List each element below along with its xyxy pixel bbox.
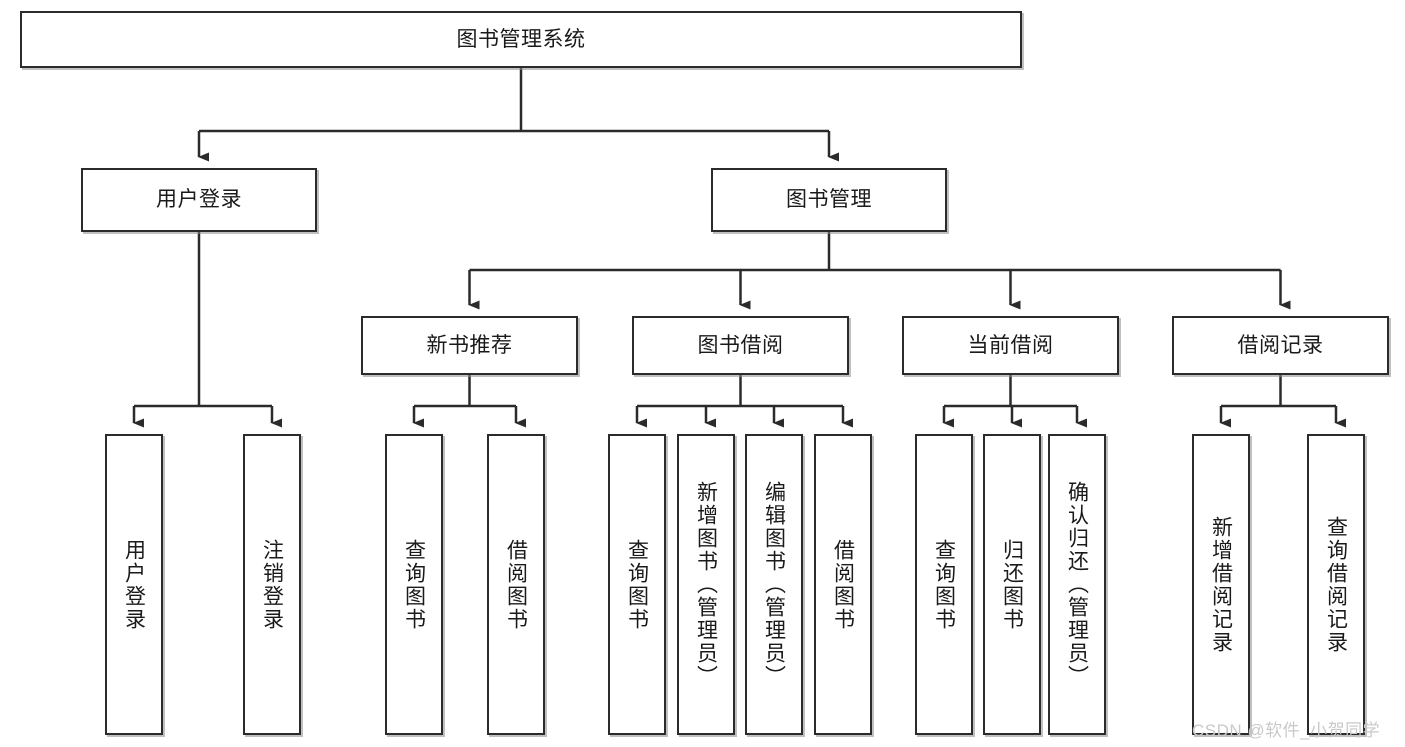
node-borrow-record[interactable]: 借阅记录 xyxy=(1172,316,1389,375)
leaf-borrow-book-2[interactable]: 借阅图书 xyxy=(814,434,872,735)
node-book-manage[interactable]: 图书管理 xyxy=(711,168,947,232)
leaf-edit-book-admin-label: 编辑图书（管理员） xyxy=(762,481,786,688)
leaf-add-book-admin-label: 新增图书（管理员） xyxy=(694,481,718,688)
node-current-borrow-label: 当前借阅 xyxy=(967,333,1054,357)
node-new-book-recommend[interactable]: 新书推荐 xyxy=(361,316,578,375)
node-book-manage-label: 图书管理 xyxy=(786,188,872,212)
leaf-add-book-admin[interactable]: 新增图书（管理员） xyxy=(677,434,735,735)
leaf-logout[interactable]: 注销登录 xyxy=(243,434,301,735)
leaf-query-book-2-label: 查询图书 xyxy=(625,538,649,631)
leaf-query-record-label: 查询借阅记录 xyxy=(1324,515,1348,654)
leaf-add-record-label: 新增借阅记录 xyxy=(1209,515,1233,654)
node-new-book-recommend-label: 新书推荐 xyxy=(426,333,513,357)
leaf-query-book-2[interactable]: 查询图书 xyxy=(608,434,666,735)
leaf-user-login-label: 用户登录 xyxy=(122,538,146,631)
leaf-borrow-book-2-label: 借阅图书 xyxy=(831,538,855,631)
leaf-borrow-book-1[interactable]: 借阅图书 xyxy=(487,434,545,735)
leaf-return-book[interactable]: 归还图书 xyxy=(983,434,1041,735)
leaf-query-book-3[interactable]: 查询图书 xyxy=(915,434,973,735)
leaf-query-book-1-label: 查询图书 xyxy=(402,538,426,631)
leaf-confirm-return-label: 确认归还（管理员） xyxy=(1065,481,1089,688)
leaf-add-record[interactable]: 新增借阅记录 xyxy=(1192,434,1250,735)
leaf-edit-book-admin[interactable]: 编辑图书（管理员） xyxy=(745,434,803,735)
leaf-user-login[interactable]: 用户登录 xyxy=(105,434,163,735)
node-book-borrow[interactable]: 图书借阅 xyxy=(632,316,849,375)
node-root[interactable]: 图书管理系统 xyxy=(20,11,1022,68)
node-user-login[interactable]: 用户登录 xyxy=(81,168,317,232)
leaf-confirm-return[interactable]: 确认归还（管理员） xyxy=(1048,434,1106,735)
node-user-login-label: 用户登录 xyxy=(156,188,242,212)
leaf-query-book-3-label: 查询图书 xyxy=(932,538,956,631)
node-current-borrow[interactable]: 当前借阅 xyxy=(902,316,1119,375)
node-root-label: 图书管理系统 xyxy=(456,27,586,51)
node-book-borrow-label: 图书借阅 xyxy=(697,333,784,357)
leaf-logout-label: 注销登录 xyxy=(260,538,284,631)
node-borrow-record-label: 借阅记录 xyxy=(1237,333,1324,357)
leaf-return-book-label: 归还图书 xyxy=(1000,538,1024,631)
leaf-query-book-1[interactable]: 查询图书 xyxy=(385,434,443,735)
leaf-query-record[interactable]: 查询借阅记录 xyxy=(1307,434,1365,735)
leaf-borrow-book-1-label: 借阅图书 xyxy=(504,538,528,631)
